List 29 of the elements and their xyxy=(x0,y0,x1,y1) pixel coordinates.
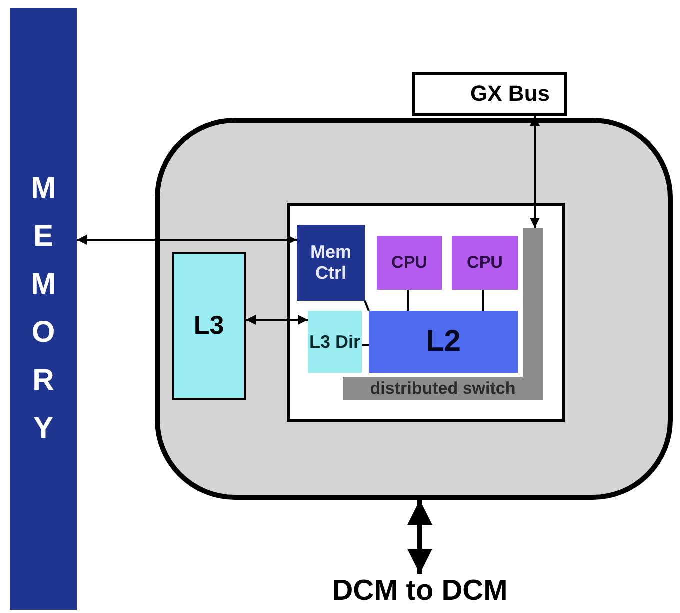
controller-box xyxy=(297,225,365,301)
bus-box xyxy=(412,72,567,116)
cpu-box xyxy=(452,236,518,290)
box-label: CPU xyxy=(467,253,503,273)
node-label: DCM to DCM xyxy=(332,575,508,609)
arrow xyxy=(77,235,297,245)
connector-line xyxy=(364,300,370,312)
box-label: L3 Dir xyxy=(309,332,360,352)
memory-bar xyxy=(10,8,77,610)
arrow xyxy=(246,315,308,325)
cache-box xyxy=(172,252,246,400)
cpu-box xyxy=(377,236,442,290)
switch-label: distributed switch xyxy=(343,377,543,400)
directory-box xyxy=(308,311,362,373)
cache-box xyxy=(369,311,518,373)
module-outline xyxy=(155,118,673,500)
connector-line xyxy=(362,344,369,346)
switch-bar xyxy=(523,228,543,377)
vertical-label: MEMORY xyxy=(30,171,57,447)
box-label: CPU xyxy=(392,253,428,273)
box-label: L3 xyxy=(194,311,224,341)
box-label: L2 xyxy=(426,324,461,360)
arrow xyxy=(530,116,540,228)
chip-outline xyxy=(287,203,565,422)
arrow xyxy=(408,500,432,574)
box-label: GX Bus xyxy=(470,81,550,107)
connector-line xyxy=(407,290,409,311)
connector-line xyxy=(482,290,484,311)
box-label: Mem Ctrl xyxy=(309,242,352,284)
